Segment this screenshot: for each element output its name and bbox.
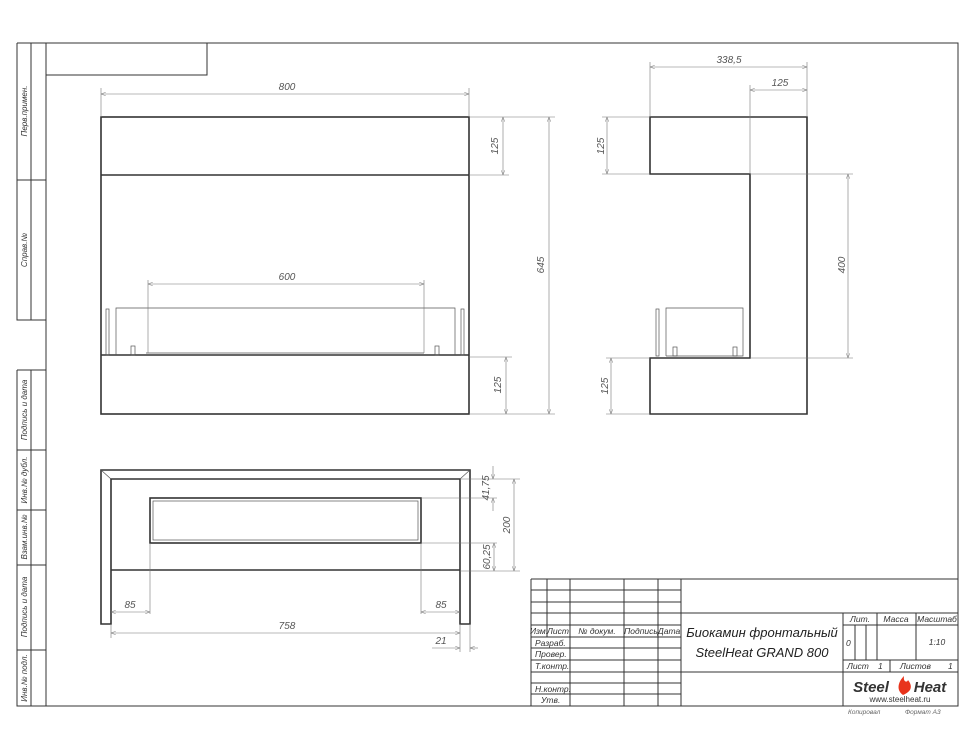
header-sign: Подпись <box>624 626 658 636</box>
side-label: Инв.№ дубл. <box>20 457 29 504</box>
dim-bottom-band: 125 <box>600 377 611 394</box>
role-approved: Утв. <box>540 695 560 705</box>
role-developer: Разраб. <box>535 638 566 648</box>
scale-value: 1:10 <box>929 637 946 647</box>
title-block: Изм. Лист № докум. Подпись Дата Разраб. … <box>530 578 959 716</box>
flame-icon <box>898 676 911 695</box>
dim-width: 800 <box>279 82 296 93</box>
side-label: Взам.инв.№ <box>20 514 29 559</box>
sheets-label: Листов <box>899 661 932 671</box>
side-label: Подпись и дата <box>20 379 29 440</box>
side-label: Перв.примен. <box>20 86 29 137</box>
dim-opening: 400 <box>837 256 848 273</box>
svg-text:Steel: Steel <box>853 679 890 696</box>
drawing-frame: Перв.примен. Справ.№ Подпись и дата Инв.… <box>16 42 959 707</box>
role-checker: Провер. <box>535 649 567 659</box>
role-norm-control: Н.контр. <box>535 684 571 694</box>
role-tech-control: Т.контр. <box>535 661 569 671</box>
dim-back: 125 <box>772 78 789 89</box>
format-label: Формат А3 <box>905 709 941 716</box>
dim-bottom-band: 125 <box>493 376 504 393</box>
header-list: Лист <box>546 626 569 636</box>
header-date: Дата <box>657 626 681 636</box>
dim-bottom-offset: 60,25 <box>482 544 493 569</box>
sheet-value: 1 <box>878 661 883 671</box>
drawing-title: Биокамин фронтальный <box>686 625 838 640</box>
dim-depth: 338,5 <box>716 55 741 66</box>
side-label: Подпись и дата <box>20 576 29 637</box>
mass-label: Масса <box>883 614 908 624</box>
dim-top-band: 125 <box>490 137 501 154</box>
sheet-label: Лист <box>846 661 869 671</box>
lit-value: 0 <box>846 638 851 648</box>
scale-label: Масштаб <box>917 614 958 624</box>
steelheat-logo: Steel Heat www.steelheat.ru <box>853 676 947 704</box>
side-label: Инв.№ подл. <box>20 654 29 701</box>
sheets-value: 1 <box>948 661 953 671</box>
copied-label: Копировал <box>848 709 881 716</box>
lit-label: Лит. <box>849 614 870 624</box>
dim-top-band: 125 <box>596 137 607 154</box>
top-view: 41,75 200 60,25 85 85 758 21 <box>100 466 520 652</box>
dim-inner: 758 <box>279 621 296 632</box>
dim-left: 85 <box>124 600 136 611</box>
dim-wall: 21 <box>434 636 446 647</box>
header-izm: Изм. <box>530 626 548 636</box>
dim-depth: 200 <box>502 516 513 534</box>
header-doc: № докум. <box>578 626 615 636</box>
dim-top-offset: 41,75 <box>481 475 492 500</box>
logo-url: www.steelheat.ru <box>869 695 931 704</box>
dim-right: 85 <box>435 600 447 611</box>
dim-height: 645 <box>536 256 547 273</box>
drawing-subtitle: SteelHeat GRAND 800 <box>696 645 830 660</box>
front-view: 800 600 125 645 125 <box>100 82 555 415</box>
side-view: 338,5 125 125 400 125 <box>596 55 853 415</box>
side-label: Справ.№ <box>20 233 29 267</box>
dim-burner: 600 <box>279 272 296 283</box>
svg-text:Heat: Heat <box>914 679 948 696</box>
